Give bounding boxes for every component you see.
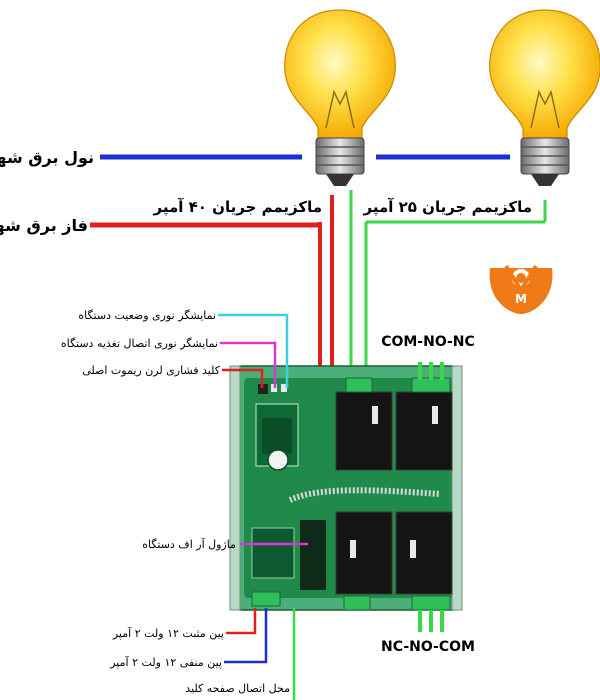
relay-terminal-wires — [418, 362, 444, 632]
lamp-left — [284, 9, 396, 186]
brand-logo-icon: M — [489, 264, 553, 314]
keypad-connection-label: محل اتصال صفحه کلید — [185, 682, 290, 695]
relay-board — [229, 365, 463, 611]
learn-key-label: کلید فشاری لرن ریموت اصلی — [82, 364, 221, 377]
com-no-nc-label: COM-NO-NC — [381, 334, 475, 350]
max-current-40-label: ماکزیمم جریان ۴۰ آمپر — [153, 198, 323, 217]
max-current-25-label: ماکزیمم جریان ۲۵ آمپر — [363, 198, 533, 217]
negative-pin-label: پین منفی ۱۲ ولت ۲ آمپر — [109, 655, 222, 669]
nc-no-com-label: NC-NO-COM — [381, 639, 475, 655]
callout-lines — [218, 313, 308, 700]
power-led-label: نمایشگر نوری اتصال تغذیه دستگاه — [61, 337, 218, 350]
svg-text:M: M — [515, 292, 527, 306]
neutral-label: نول برق شهر — [0, 148, 94, 167]
lamp-right — [489, 9, 600, 186]
positive-pin-label: پین مثبت ۱۲ ولت ۲ آمپر — [112, 626, 224, 640]
rf-module-label: ماژول آر اف دستگاه — [142, 537, 236, 551]
phase-label: فاز برق شهر — [0, 216, 88, 235]
status-led-label: نمایشگر نوری وضعیت دستگاه — [78, 309, 216, 322]
